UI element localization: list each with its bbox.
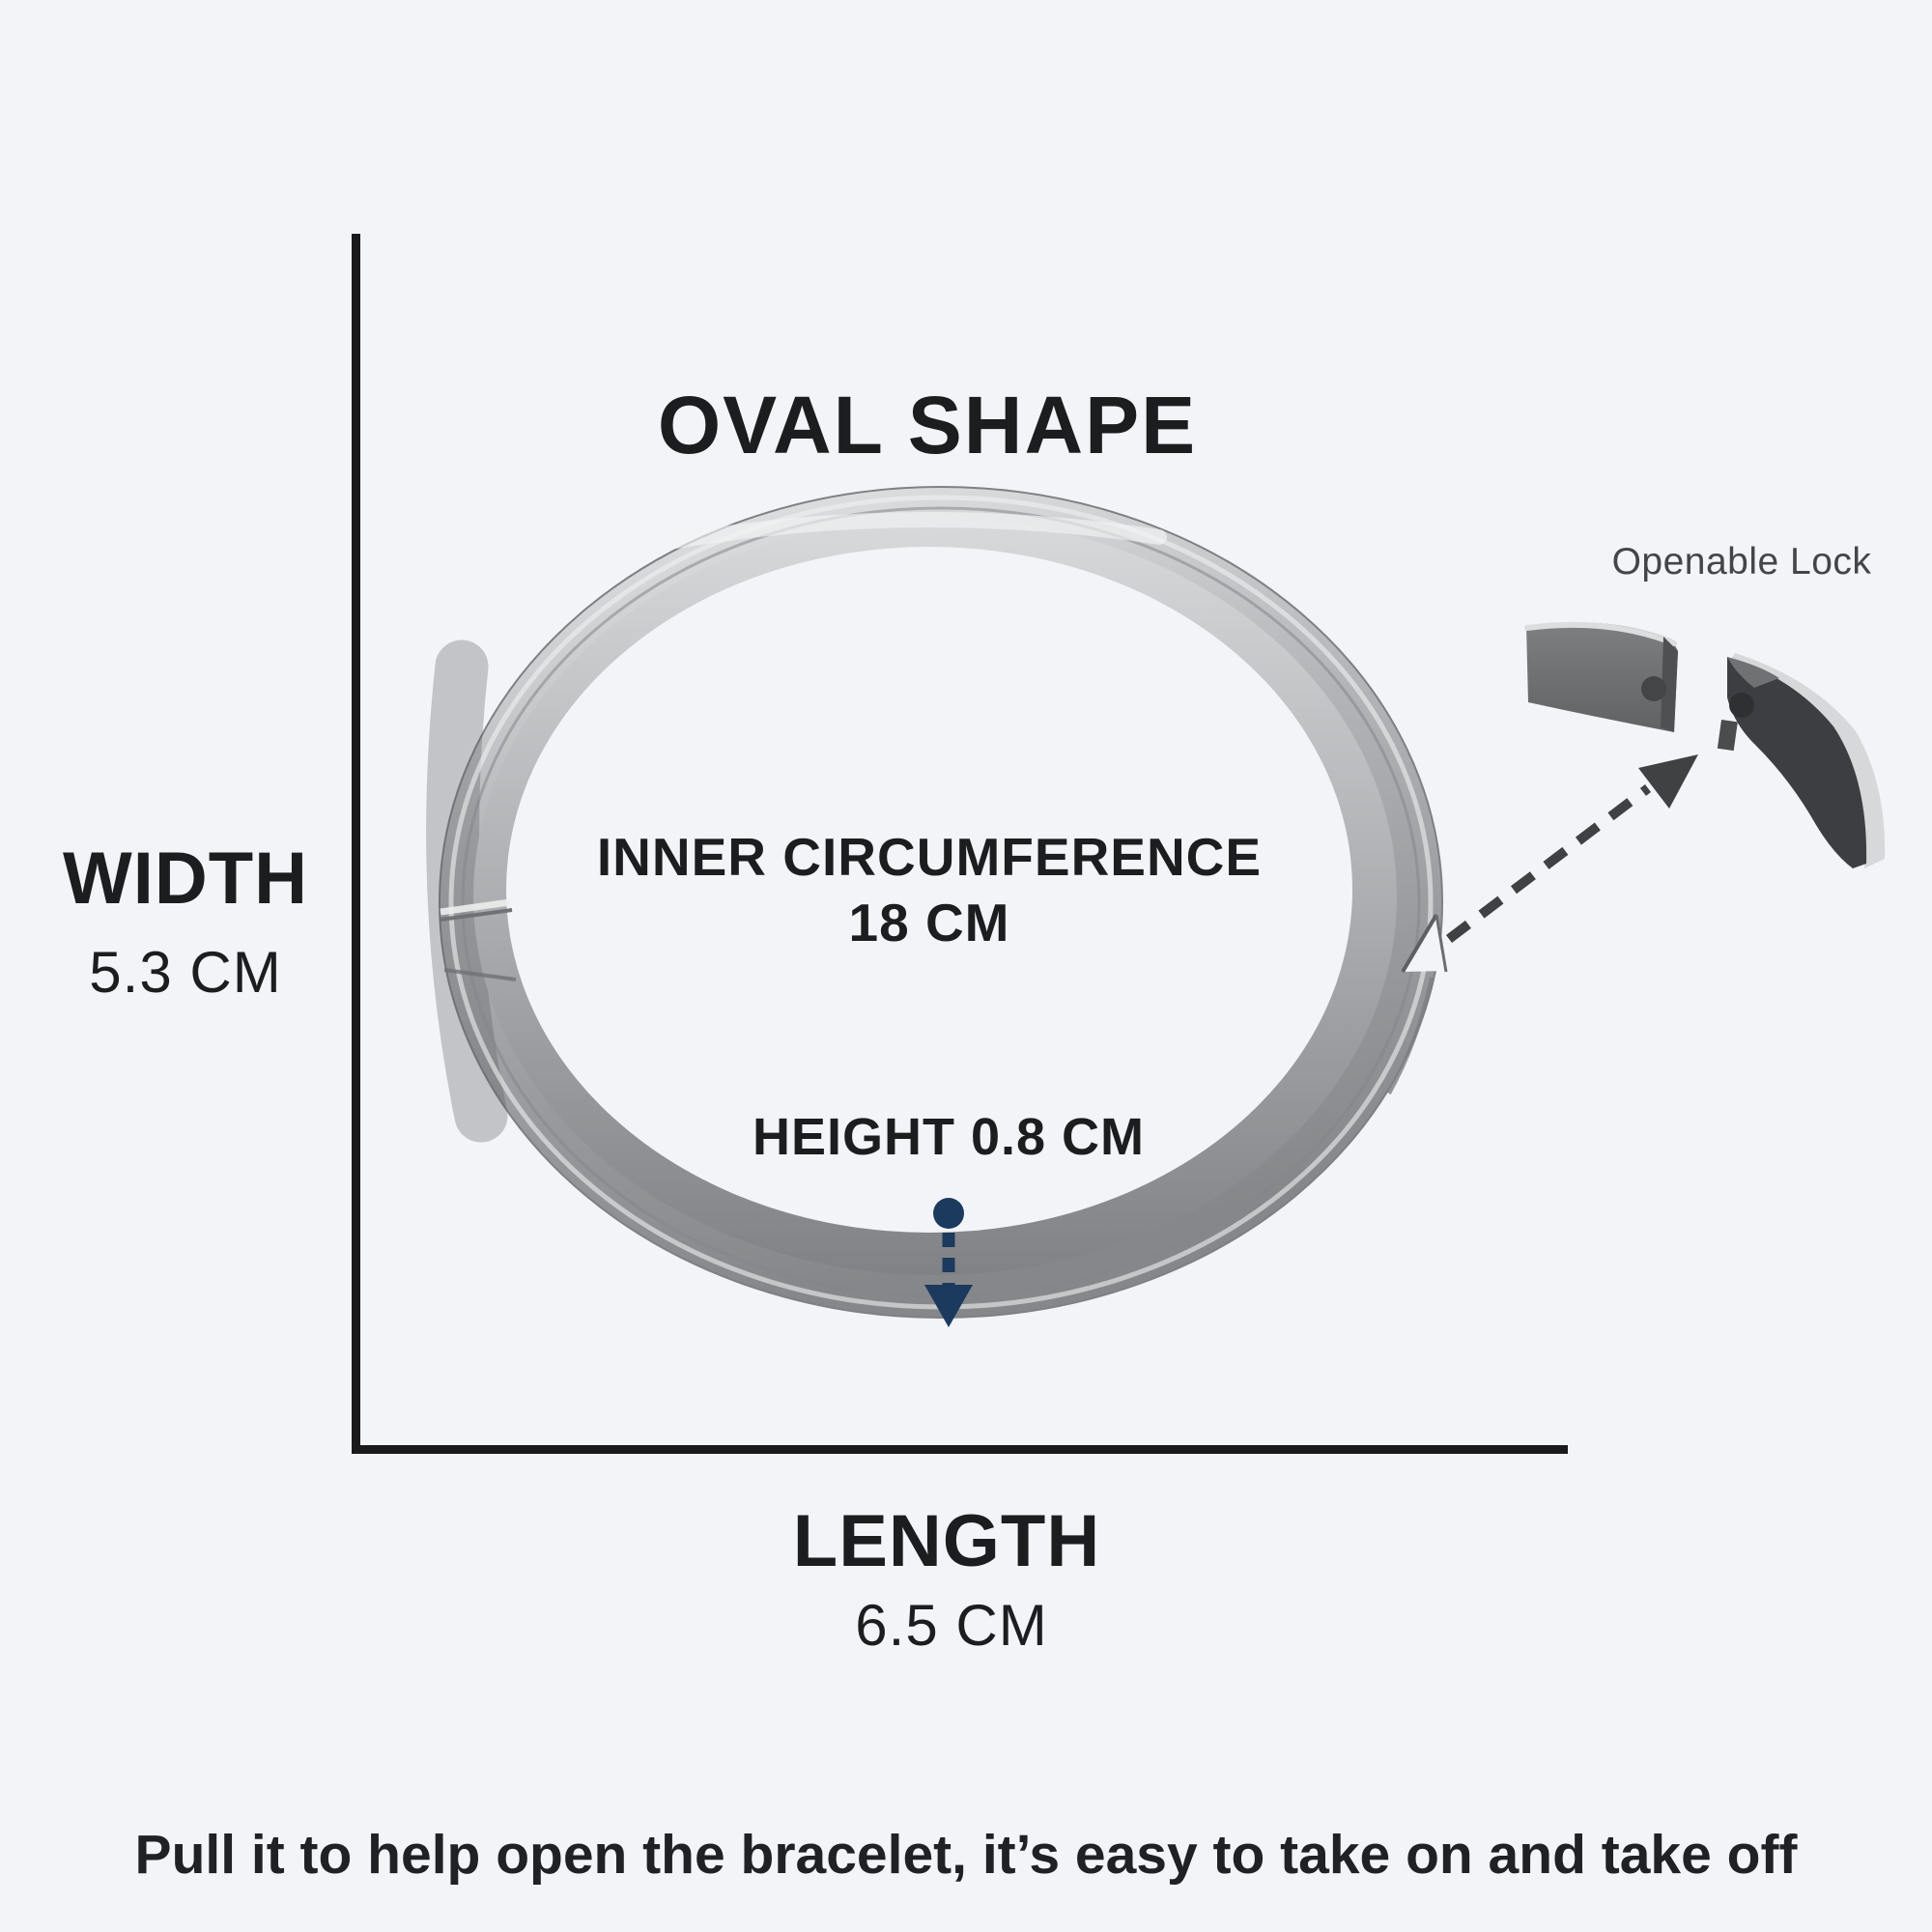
clasp-notch bbox=[1387, 913, 1448, 1094]
length-axis-line bbox=[352, 1445, 1568, 1454]
width-axis-value: 5.3 CM bbox=[89, 940, 282, 1005]
bracelet-opening bbox=[506, 547, 1352, 1233]
width-axis-label: WIDTH bbox=[62, 838, 309, 920]
lock-left-piece bbox=[1524, 621, 1678, 732]
openable-lock-label: Openable Lock bbox=[1611, 541, 1872, 582]
height-label: HEIGHT 0.8 CM bbox=[752, 1108, 1146, 1166]
lock-right-piece bbox=[1717, 653, 1886, 868]
inner-circumference-value: 18 CM bbox=[848, 893, 1010, 952]
lock-pointer-dashed-arrow-icon bbox=[1445, 754, 1698, 943]
bracelet-illustration bbox=[426, 486, 1448, 1319]
page-title: OVAL SHAPE bbox=[657, 380, 1198, 470]
width-axis-line bbox=[352, 234, 360, 1454]
length-axis-label: LENGTH bbox=[792, 1500, 1101, 1582]
height-down-arrow-icon bbox=[924, 1198, 973, 1327]
band-left-shading bbox=[426, 639, 508, 1143]
lock-pieces bbox=[1524, 621, 1886, 868]
length-axis-value: 6.5 CM bbox=[855, 1593, 1048, 1658]
hinge-seam bbox=[440, 898, 517, 981]
top-shine-streak bbox=[668, 511, 1167, 549]
footer-note: Pull it to help open the bracelet, it’s … bbox=[134, 1824, 1798, 1886]
inner-circumference-label: INNER CIRCUMFERENCE bbox=[596, 827, 1263, 887]
